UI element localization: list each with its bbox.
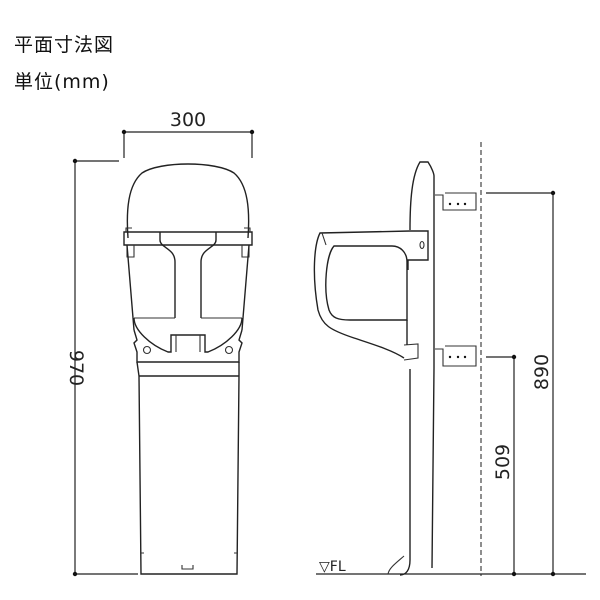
front-view: 300 970 <box>65 109 255 577</box>
side-view: ▽FL 890 509 <box>313 142 586 577</box>
total-height-label: 970 <box>65 350 87 386</box>
width-dimension-label: 300 <box>170 109 206 131</box>
floor-level-label: ▽FL <box>319 559 346 575</box>
unit-label: 単位(mm) <box>14 71 110 93</box>
drawing-title: 平面寸法図 <box>14 34 115 56</box>
upper-bracket-height-label: 890 <box>531 354 553 390</box>
lower-bracket-height-label: 509 <box>492 444 514 480</box>
